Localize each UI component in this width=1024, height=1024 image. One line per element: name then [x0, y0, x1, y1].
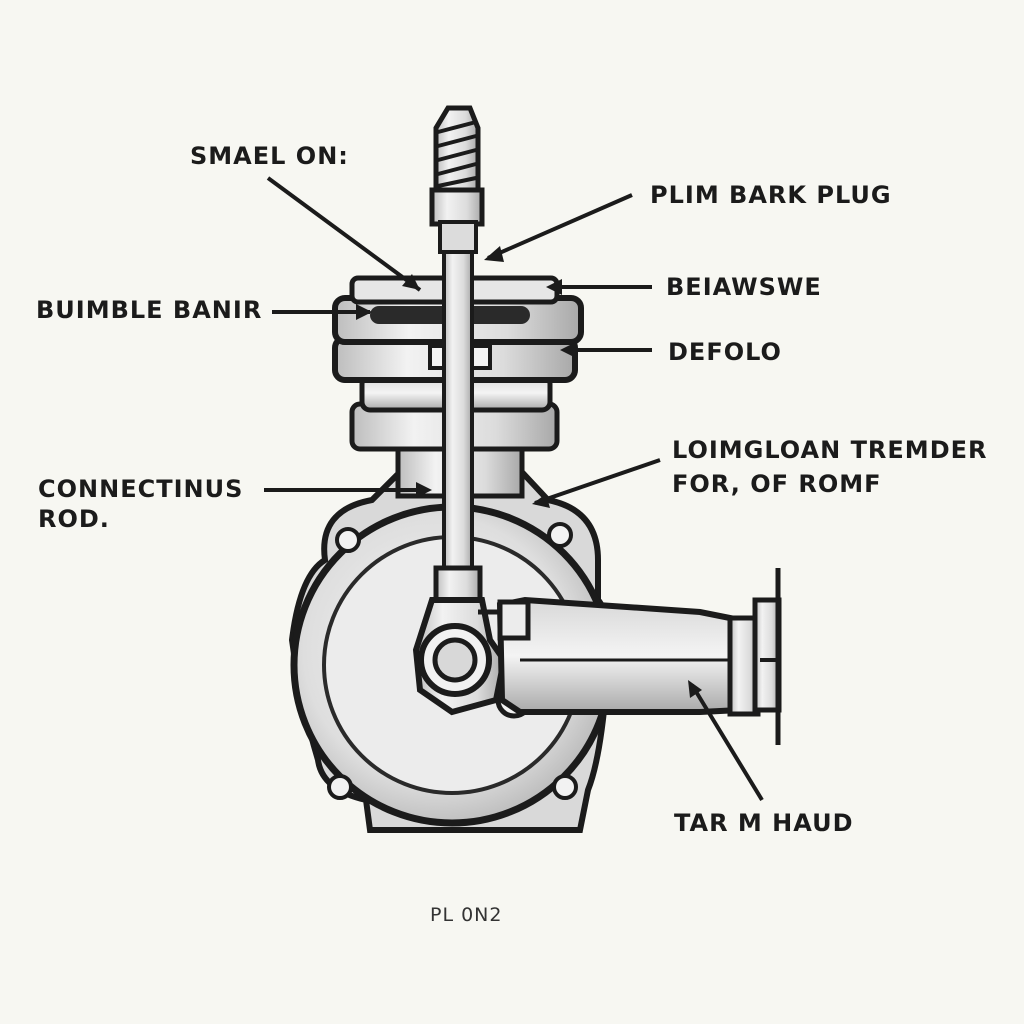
arrowhead-connecting-rod	[416, 482, 432, 498]
label-defolo: DEFOLO	[668, 338, 782, 366]
arrowhead-tar-m-haud	[688, 680, 702, 698]
label-small-on: SMAEL ON:	[190, 142, 349, 170]
arrowhead-spark-plug	[484, 246, 504, 262]
label-tar-m-haud: TAR M HAUD	[674, 809, 854, 837]
label-trender: LOIMGLOAN TREMDER FOR, OF ROMF	[672, 433, 988, 501]
leader-arrowheads	[356, 246, 702, 698]
label-trender-line-2: FOR, OF ROMF	[672, 470, 882, 498]
arrowhead-beiawswe	[546, 279, 562, 295]
label-connecting-rod: CONNECTINUS ROD.	[38, 474, 243, 534]
arrowhead-bumble-banir	[356, 304, 372, 320]
drive-shaft	[496, 568, 782, 745]
leader-lines	[264, 176, 764, 802]
housing-bolts	[327, 522, 578, 800]
label-spark-plug: PLIM BARK PLUG	[650, 181, 892, 209]
leader-spark-plug	[487, 193, 633, 260]
connecting-rod	[412, 597, 533, 719]
footer-caption: PL 0N2	[430, 904, 503, 926]
arrowhead-small-on	[402, 274, 420, 290]
label-beiawswe: BEIAWSWE	[666, 273, 822, 301]
spark-plug-rod	[429, 105, 485, 605]
leader-tar-m-haud	[690, 683, 764, 802]
label-connecting-rod-line-2: ROD.	[38, 505, 110, 533]
label-connecting-rod-line-1: CONNECTINUS	[38, 475, 244, 503]
label-trender-line-1: LOIMGLOAN TREMDER	[672, 436, 988, 464]
arrowhead-defolo	[560, 342, 576, 358]
label-bumble-banir: BUIMBLE BANIR	[36, 296, 263, 324]
leader-trender	[534, 458, 661, 505]
arrowhead-trender	[532, 494, 550, 508]
leader-small-on	[266, 176, 422, 292]
